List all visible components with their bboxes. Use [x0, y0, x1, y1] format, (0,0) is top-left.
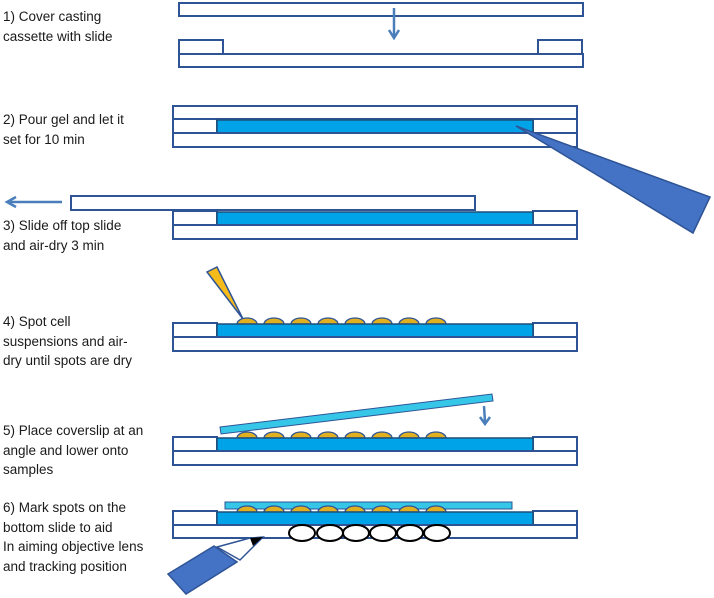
- sample-spot: [371, 431, 393, 439]
- sample-spot: [317, 317, 339, 325]
- step-1-line-2: cassette with slide: [3, 28, 113, 44]
- cassette-spacer-left: [178, 39, 224, 55]
- pipette-tip-icon: [205, 265, 244, 320]
- step-4-line-3: dry until spots are dry: [3, 353, 133, 368]
- arrow-down-icon: [482, 405, 487, 423]
- step-3-text: 3) Slide off top slide and air-dry 3 min: [3, 216, 168, 255]
- step-5-line-1: 5) Place coverslip at an: [3, 423, 144, 438]
- step-4-line-1: 4) Spot cell: [3, 314, 71, 329]
- step-6-line-3: In aiming objective lens: [3, 539, 144, 554]
- casting-cassette-base: [172, 132, 578, 148]
- top-slide: [172, 105, 578, 120]
- cassette-spacer-left: [172, 322, 218, 338]
- step-2-line-2: set for 10 min: [3, 131, 85, 147]
- casting-cassette-base: [172, 450, 578, 466]
- top-slide: [178, 2, 584, 17]
- sample-spot: [290, 317, 312, 325]
- arrow-down-head: [478, 416, 492, 427]
- sample-spot: [263, 505, 285, 513]
- step-1-line-1: 1) Cover casting: [3, 9, 102, 24]
- sample-spot: [317, 505, 339, 513]
- step-4-graphic: [172, 265, 578, 352]
- sample-spot: [290, 431, 312, 439]
- sample-spot: [344, 431, 366, 439]
- arrow-left-head: [4, 195, 17, 209]
- sample-spot: [344, 505, 366, 513]
- step-3-graphic: [4, 195, 578, 240]
- casting-cassette-base: [172, 336, 578, 352]
- step-2-graphic: [172, 105, 712, 235]
- pen-body: [166, 545, 239, 595]
- marker-pen-icon: [166, 536, 265, 595]
- spot-mark: [423, 524, 451, 542]
- cassette-spacer-left: [172, 436, 218, 452]
- sample-spot: [236, 317, 258, 325]
- gel-layer: [216, 323, 534, 338]
- step-4-text: 4) Spot cell suspensions and air- dry un…: [3, 312, 168, 371]
- step-1-text: 1) Cover casting cassette with slide: [3, 7, 168, 46]
- sample-spot: [398, 431, 420, 439]
- sample-spot: [425, 317, 447, 325]
- step-6-line-1: 6) Mark spots on the: [3, 500, 127, 515]
- sample-spot: [425, 431, 447, 439]
- sample-spot: [371, 317, 393, 325]
- step-5-line-3: samples: [3, 462, 54, 477]
- sample-spot: [425, 505, 447, 513]
- cassette-spacer-right: [532, 510, 578, 526]
- sample-spots: [236, 431, 447, 439]
- sliding-top-slide: [70, 195, 476, 211]
- sample-spot: [290, 505, 312, 513]
- spot-mark: [288, 524, 316, 542]
- sample-spots: [236, 317, 447, 325]
- gel-layer: [216, 437, 534, 452]
- step-6-text: 6) Mark spots on the bottom slide to aid…: [3, 498, 168, 576]
- sample-spot: [236, 505, 258, 513]
- pen-nib: [250, 537, 263, 546]
- cassette-spacer-left: [172, 210, 218, 226]
- cassette-spacer-right: [532, 436, 578, 452]
- step-3-line-1: 3) Slide off top slide: [3, 218, 122, 233]
- spot-marks: [288, 524, 451, 542]
- spot-mark: [396, 524, 424, 542]
- step-6-graphic: [166, 501, 578, 595]
- cassette-spacer-right: [532, 322, 578, 338]
- step-5-text: 5) Place coverslip at an angle and lower…: [3, 421, 168, 480]
- gel-layer: [216, 511, 534, 526]
- step-5-line-2: angle and lower onto: [3, 442, 129, 458]
- cassette-spacer-right: [537, 39, 583, 55]
- flat-coverslip: [224, 501, 513, 510]
- cassette-spacer-left: [172, 118, 218, 134]
- pouring-pipette-icon: [515, 125, 712, 235]
- cassette-spacer-left: [172, 510, 218, 526]
- sample-spot: [263, 317, 285, 325]
- sample-spot: [236, 431, 258, 439]
- sample-spot: [317, 431, 339, 439]
- arrow-down-head: [387, 29, 401, 41]
- step-1-graphic: [178, 2, 584, 68]
- casting-cassette-base: [172, 224, 578, 240]
- step-2-text: 2) Pour gel and let it set for 10 min: [3, 110, 168, 149]
- gel-layer: [216, 211, 534, 226]
- casting-cassette-base: [178, 53, 584, 68]
- sample-spot: [344, 317, 366, 325]
- sample-spot: [371, 505, 393, 513]
- sample-spot: [398, 505, 420, 513]
- cassette-spacer-right: [532, 210, 578, 226]
- step-5-graphic: [172, 393, 578, 466]
- angled-coverslip: [219, 393, 494, 435]
- spot-mark: [316, 524, 344, 542]
- step-4-line-2: suspensions and air-: [3, 333, 128, 349]
- step-6-line-4: and tracking position: [3, 558, 127, 574]
- spot-mark: [342, 524, 370, 542]
- sample-spot: [263, 431, 285, 439]
- step-2-line-1: 2) Pour gel and let it: [3, 112, 124, 127]
- gel-layer: [216, 119, 534, 134]
- sample-spots: [236, 505, 447, 513]
- step-6-line-2: bottom slide to aid: [3, 519, 113, 535]
- step-3-line-2: and air-dry 3 min: [3, 237, 105, 253]
- cassette-spacer-right: [532, 118, 578, 134]
- sample-spot: [398, 317, 420, 325]
- spot-mark: [369, 524, 397, 542]
